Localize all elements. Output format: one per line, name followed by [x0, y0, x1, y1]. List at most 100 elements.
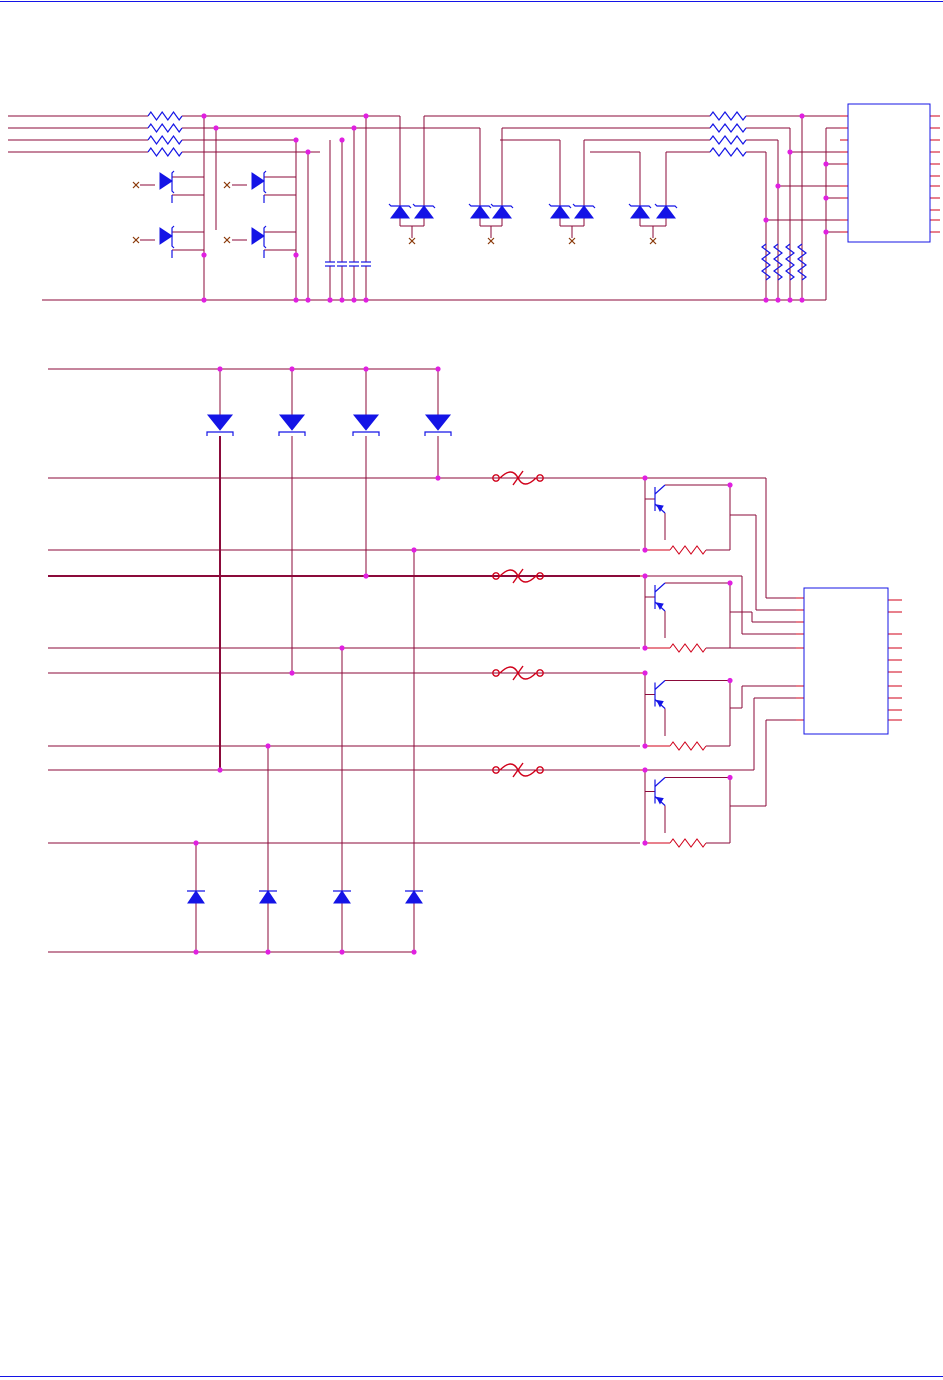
zener-diode-icon: [160, 171, 174, 203]
junction-dot: [642, 645, 647, 650]
junction-dot: [363, 297, 368, 302]
junction-dot: [201, 252, 206, 257]
zener-diode-icon: [160, 226, 174, 258]
capacitor-icon: [325, 262, 335, 266]
resistor-icon: [786, 244, 794, 280]
zener-diode-icon: [629, 204, 677, 218]
transistor-icon: [655, 778, 665, 806]
diode-icon: [259, 891, 277, 903]
no-connect-icon: [133, 182, 139, 188]
junction-dot: [775, 183, 780, 188]
zener-diode-icon: [207, 415, 233, 436]
fuse-icon: [493, 471, 543, 485]
resistor-icon: [710, 124, 746, 132]
junction-dot: [763, 217, 768, 222]
fuse-icon: [493, 666, 543, 680]
resistor-icon: [148, 112, 182, 120]
junction-dot: [293, 137, 298, 142]
junction-dot: [305, 297, 310, 302]
junction-dot: [339, 297, 344, 302]
no-connect-icon: [133, 237, 139, 243]
junction-dot: [642, 670, 647, 675]
junction-dot: [823, 195, 828, 200]
capacitor-icon: [337, 262, 347, 266]
ic-block-icon: [848, 104, 930, 242]
junction-dot: [265, 949, 270, 954]
diode-icon: [187, 891, 205, 903]
junction-dot: [823, 229, 828, 234]
junction-dot: [293, 252, 298, 257]
junction-dot: [727, 678, 732, 683]
junction-dot: [339, 137, 344, 142]
junction-dot: [363, 573, 368, 578]
resistor-icon: [670, 546, 706, 554]
junction-dot: [411, 949, 416, 954]
capacitor-icon: [361, 262, 371, 266]
junction-dot: [411, 547, 416, 552]
zener-diode-icon: [549, 204, 595, 218]
no-connect-icon: [650, 238, 656, 244]
junction-dot: [799, 113, 804, 118]
no-connect-icon: [224, 182, 230, 188]
junction-dot: [787, 297, 792, 302]
junction-dot: [265, 743, 270, 748]
no-connect-icon: [569, 238, 575, 244]
resistor-icon: [148, 124, 182, 132]
junction-dot: [217, 366, 222, 371]
zener-diode-icon: [353, 415, 379, 436]
diode-icon: [405, 891, 423, 903]
junction-dot: [823, 161, 828, 166]
junction-dot: [787, 149, 792, 154]
junction-dot: [193, 840, 198, 845]
junction-dot: [727, 482, 732, 487]
zener-diode-icon: [252, 171, 266, 203]
resistor-icon: [148, 136, 182, 144]
junction-dot: [339, 645, 344, 650]
no-connect-icon: [224, 237, 230, 243]
junction-dot: [642, 767, 647, 772]
fuse-icon: [493, 569, 543, 583]
resistor-icon: [670, 644, 706, 652]
ic-block-icon: [804, 588, 888, 734]
resistor-icon: [774, 244, 782, 280]
zener-diode-icon: [252, 226, 266, 258]
transistor-icon: [655, 485, 665, 513]
no-connect-icon: [488, 238, 494, 244]
junction-dot: [763, 297, 768, 302]
junction-dot: [435, 366, 440, 371]
junction-dot: [213, 125, 218, 130]
junction-dot: [363, 366, 368, 371]
junction-dot: [201, 113, 206, 118]
junction-dot: [289, 366, 294, 371]
resistor-icon: [670, 742, 706, 750]
resistor-icon: [148, 148, 182, 156]
zener-diode-icon: [469, 204, 513, 218]
zener-diode-icon: [389, 204, 435, 218]
junction-dot: [727, 580, 732, 585]
junction-dot: [351, 125, 356, 130]
junction-dot: [193, 949, 198, 954]
junction-dot: [351, 297, 356, 302]
junction-dot: [435, 475, 440, 480]
zener-diode-icon: [279, 415, 305, 436]
transistor-icon: [655, 681, 665, 709]
junction-dot: [727, 775, 732, 780]
junction-dot: [201, 297, 206, 302]
junction-dot: [799, 297, 804, 302]
junction-dot: [339, 949, 344, 954]
junction-dot: [217, 767, 222, 772]
junction-dot: [642, 475, 647, 480]
junction-dot: [642, 840, 647, 845]
capacitor-icon: [349, 262, 359, 266]
junction-dot: [775, 297, 780, 302]
junction-dot: [642, 743, 647, 748]
resistor-icon: [670, 839, 706, 847]
fuse-icon: [493, 763, 543, 777]
no-connect-icon: [409, 238, 415, 244]
diode-icon: [333, 891, 351, 903]
junction-dot: [363, 113, 368, 118]
resistor-icon: [710, 136, 746, 144]
junction-dot: [289, 670, 294, 675]
